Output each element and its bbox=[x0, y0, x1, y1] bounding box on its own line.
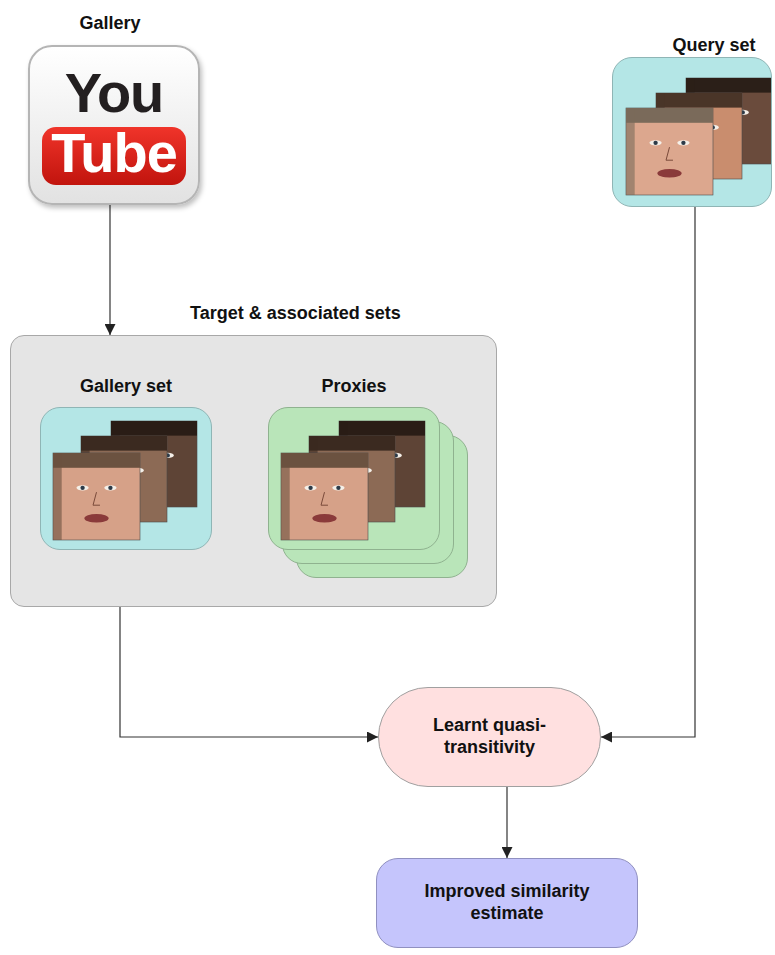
face-images bbox=[41, 408, 211, 549]
node-label: Improved similarity estimate bbox=[387, 881, 627, 924]
process-pill: Learnt quasi-transitivity bbox=[378, 687, 601, 787]
flow-arrow bbox=[601, 207, 695, 737]
video-site-icon: GalleryYou Tube bbox=[28, 45, 200, 205]
node-heading: Gallery bbox=[79, 13, 140, 35]
flow-arrow bbox=[506, 787, 507, 858]
node-label: Learnt quasi-transitivity bbox=[389, 715, 590, 758]
proxies-stack: Proxies bbox=[268, 407, 440, 550]
node-heading: Gallery set bbox=[80, 376, 172, 398]
logo-wordmark: You Tube bbox=[39, 63, 189, 183]
flow-arrow bbox=[109, 205, 110, 335]
heading-slot: Proxies bbox=[209, 376, 499, 408]
node-heading: Target & associated sets bbox=[190, 303, 401, 325]
heading-slot: Query set bbox=[575, 35, 775, 58]
heading-slot: Gallery bbox=[0, 13, 254, 47]
face-photo bbox=[626, 108, 713, 195]
face-images bbox=[269, 408, 439, 549]
node-heading: Query set bbox=[672, 35, 755, 57]
body-slot: Improved similarity estimate bbox=[377, 859, 637, 947]
group-panel: Target & associated setsGallery setProxi… bbox=[10, 335, 497, 607]
body-slot: Learnt quasi-transitivity bbox=[379, 688, 600, 786]
result-box: Improved similarity estimate bbox=[376, 858, 638, 948]
query-set-box: Query set bbox=[612, 57, 772, 207]
node-heading: Proxies bbox=[321, 376, 386, 398]
face-photo bbox=[281, 453, 368, 540]
face-images bbox=[613, 58, 771, 206]
gallery-set-box: Gallery set bbox=[40, 407, 212, 550]
face-photo bbox=[53, 453, 140, 540]
heading-slot: Gallery set bbox=[0, 376, 271, 408]
logo-slot: You Tube bbox=[39, 63, 189, 183]
heading-slot: Target & associated sets bbox=[0, 303, 598, 336]
